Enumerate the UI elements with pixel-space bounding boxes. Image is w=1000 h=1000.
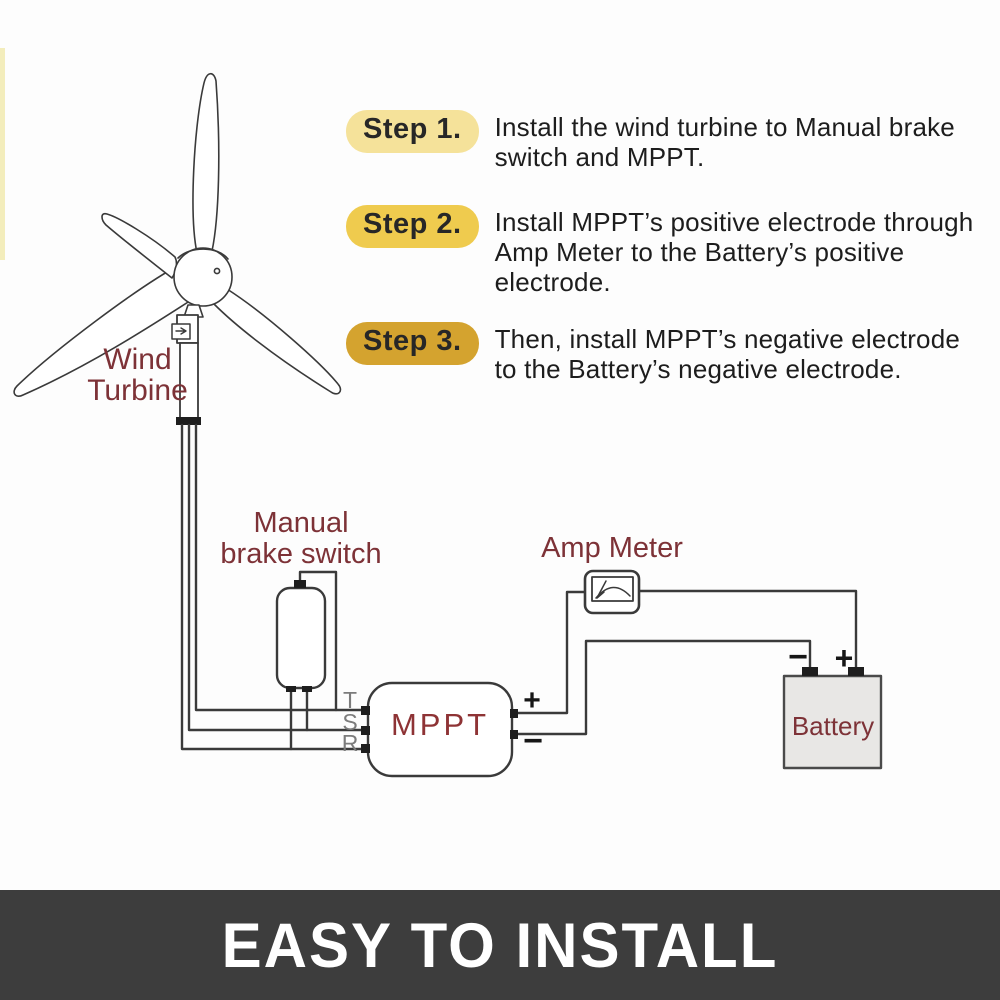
mast-connector-plug-icon xyxy=(175,327,187,335)
mppt-label: MPPT xyxy=(390,707,490,742)
terminal-label-s: S xyxy=(342,709,358,735)
step-1-badge: Step 1. xyxy=(346,110,479,153)
mppt-t-terminal xyxy=(361,706,370,715)
mppt-minus-sign: − xyxy=(523,722,543,760)
mast-cable-cap xyxy=(176,417,201,425)
step-1-text: Install the wind turbine to Manual brake… xyxy=(494,112,955,172)
mppt-plus-sign: + xyxy=(523,684,541,717)
turbine-hub xyxy=(173,247,233,307)
step-3-badge: Step 3. xyxy=(346,322,479,365)
terminal-label-t: T xyxy=(342,687,358,713)
left-accent-strip xyxy=(0,48,5,260)
brake-bottom-right-terminal xyxy=(302,686,312,692)
turbine-blade-up xyxy=(192,72,220,257)
brake-top-terminal xyxy=(294,580,306,588)
battery-minus-sign: − xyxy=(788,638,808,676)
battery-plus-terminal xyxy=(848,667,864,676)
wire-mppt-plus-to-ampmeter xyxy=(510,590,587,715)
mppt-s-terminal xyxy=(361,726,370,735)
turbine-neck xyxy=(183,304,204,318)
step-2-text: Install MPPT’s positive electrode throug… xyxy=(494,207,974,297)
mppt-plus-terminal xyxy=(510,709,518,718)
amp-meter-gauge xyxy=(583,569,641,615)
turbine-blade-upper-left xyxy=(101,212,178,279)
brake-bottom-left-terminal xyxy=(286,686,296,692)
step-row-2: Step 2. Install MPPT’s positive electrod… xyxy=(346,205,973,297)
terminal-label-r: R xyxy=(341,730,359,756)
wire-turbine-to-r xyxy=(180,423,370,751)
step-3-text: Then, install MPPT’s negative electrode … xyxy=(494,324,961,384)
step-row-3: Step 3. Then, install MPPT’s negative el… xyxy=(346,322,960,384)
bottom-banner: EASY TO INSTALL xyxy=(0,890,1000,1000)
wind-turbine-illustration xyxy=(13,72,342,425)
battery-plus-sign: + xyxy=(834,640,854,676)
turbine-nose-dot xyxy=(213,267,221,275)
mppt-r-terminal xyxy=(361,744,370,753)
turbine-hub-rim xyxy=(177,248,229,260)
wire-mppt-minus-to-battery-minus xyxy=(510,639,812,736)
wires xyxy=(180,423,858,751)
turbine-blade-lower-right xyxy=(213,288,342,395)
brake-switch-box xyxy=(275,580,327,692)
mppt-minus-terminal xyxy=(510,730,518,739)
amp-meter-needle xyxy=(596,580,607,599)
amp-meter-label: Amp Meter xyxy=(541,532,683,564)
wind-turbine-label: Wind Turbine xyxy=(87,343,188,407)
banner-title: EASY TO INSTALL xyxy=(221,909,779,981)
wire-turbine-to-s xyxy=(187,423,370,732)
brake-switch-label: Manual brake switch xyxy=(220,507,382,570)
battery-box xyxy=(782,667,883,770)
battery-minus-terminal xyxy=(802,667,818,676)
battery-label: Battery xyxy=(791,711,875,741)
wire-brake-top-to-t xyxy=(298,570,338,712)
step-2-badge: Step 2. xyxy=(346,205,479,248)
mppt-box xyxy=(361,681,518,778)
wire-ampmeter-to-battery-plus xyxy=(637,589,858,670)
step-row-1: Step 1. Install the wind turbine to Manu… xyxy=(346,110,955,172)
wire-turbine-to-t xyxy=(194,423,370,712)
